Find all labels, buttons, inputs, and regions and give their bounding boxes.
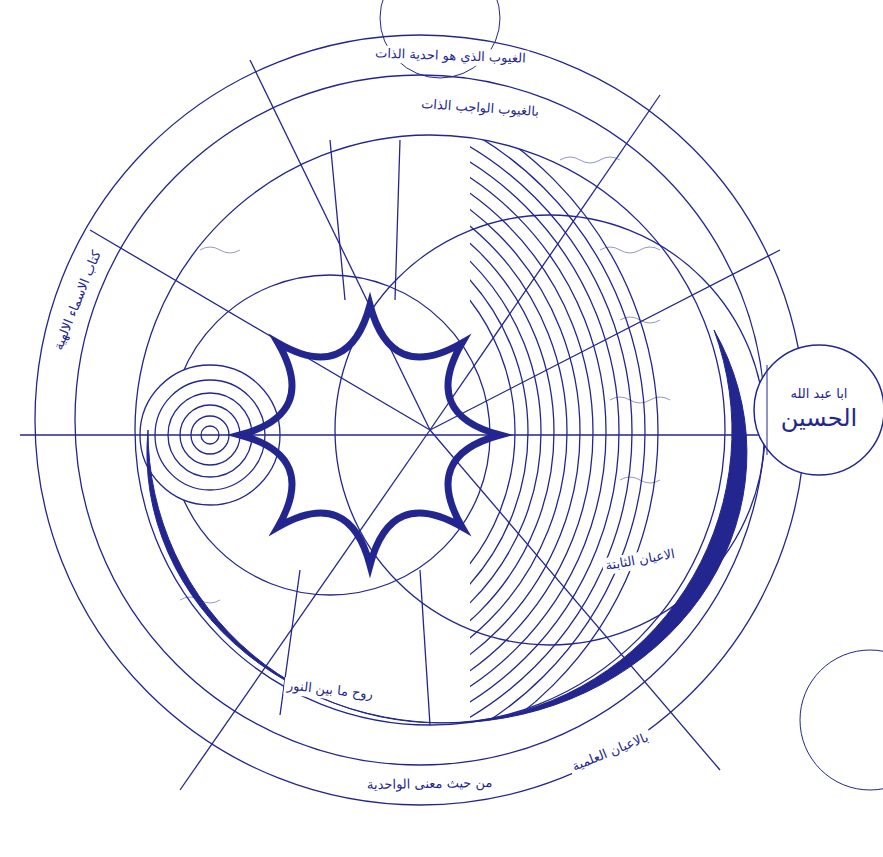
arabic-inscription: الاعيان الثابتة (601, 545, 679, 575)
medallion-circle: ابا عبد اللهالحسين (753, 343, 883, 477)
epithet-inscription: ابا عبد الله (791, 386, 848, 403)
arabic-inscription: بالاعيان العلمية (567, 728, 654, 776)
arabic-inscription: روح ما بين النور (283, 677, 376, 703)
name-inscription: الحسين (781, 403, 857, 434)
arabic-inscription: من حيث معنى الواحدية (364, 774, 496, 793)
arabic-inscription: كتاب الاسماء الالهية (49, 245, 107, 355)
arabic-inscription: بالغيوب الواجب الذات (418, 95, 543, 120)
arabic-inscription: الغيوب الذي هو احدية الذات (371, 45, 528, 67)
